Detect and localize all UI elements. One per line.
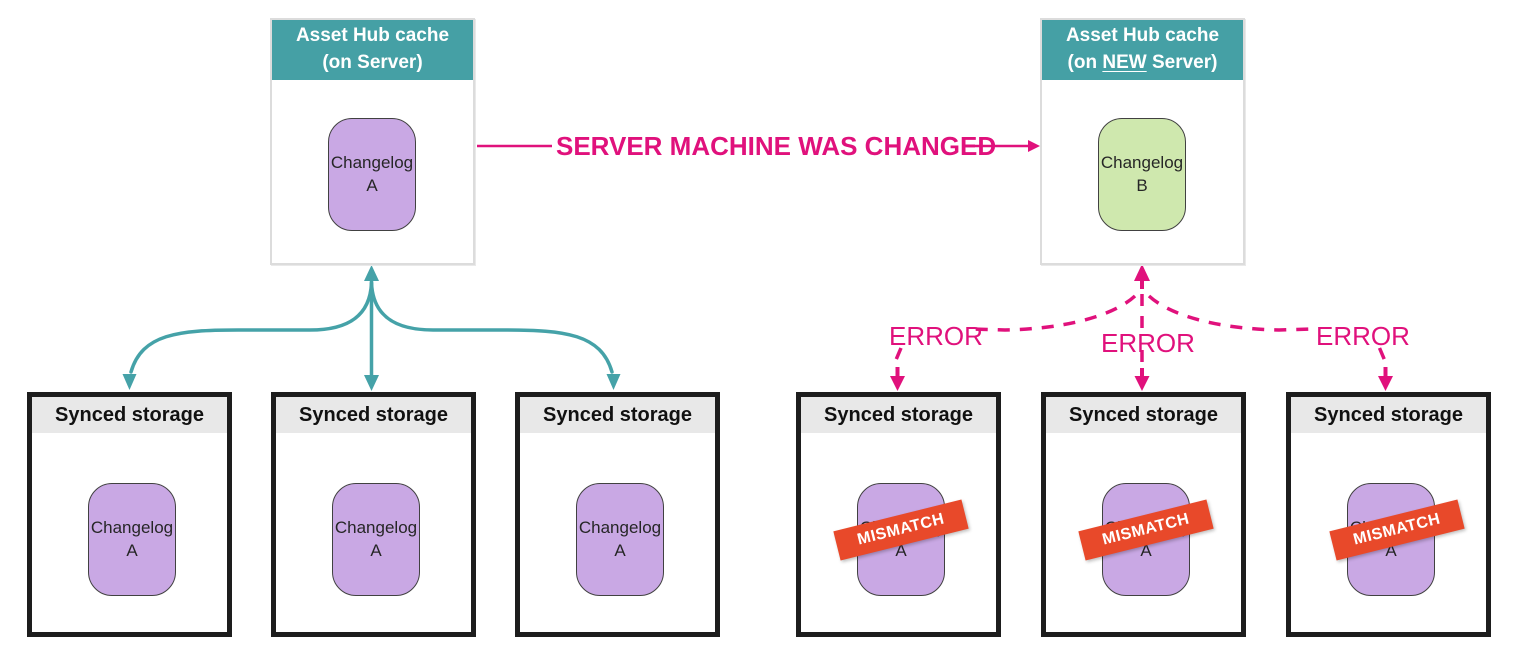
synced-storage-3: Synced storage Changelog A	[515, 392, 720, 637]
teal-arrowheads	[122, 265, 621, 391]
changelog-label: Changelog	[1100, 153, 1184, 173]
changelog-version: A	[1140, 540, 1152, 560]
synced-storage-4: Synced storage Changelog A MISMATCH	[796, 392, 1001, 637]
sync-arrow-right-branch	[369, 281, 614, 374]
changelog-version: A	[126, 540, 138, 560]
hub-title-new-underlined: NEW	[1102, 52, 1147, 73]
error-arrowhead-mid-icon	[1134, 376, 1150, 391]
changelog-a-hub: Changelog A	[328, 118, 416, 231]
storage-header: Synced storage	[32, 397, 227, 433]
asset-hub-new-server-header: Asset Hub cache (on NEW Server)	[1042, 20, 1243, 80]
changelog-version: A	[1385, 540, 1397, 560]
hub-title-line2: (on Server)	[322, 52, 423, 73]
asset-hub-server-header: Asset Hub cache (on Server)	[272, 20, 473, 80]
sync-arrowhead-down-left-icon	[122, 374, 137, 390]
hub-title-post: Server)	[1146, 52, 1218, 73]
server-changed-label: SERVER MACHINE WAS CHANGED	[556, 131, 997, 161]
changelog-label: Changelog	[90, 518, 174, 538]
changelog-a-storage: Changelog A	[576, 483, 664, 596]
sync-arrowhead-down-right-icon	[606, 374, 621, 390]
storage-header: Synced storage	[1291, 397, 1486, 433]
changelog-b-hub: Changelog B	[1098, 118, 1186, 231]
changelog-a-storage: Changelog A	[332, 483, 420, 596]
asset-hub-cache-server: Asset Hub cache (on Server) Changelog A	[270, 18, 475, 265]
teal-sync-arrows	[129, 275, 614, 381]
storage-header: Synced storage	[1046, 397, 1241, 433]
changelog-version: A	[895, 540, 907, 560]
changelog-label: Changelog	[578, 518, 662, 538]
error-arrowhead-up-icon	[1134, 264, 1150, 281]
storage-header: Synced storage	[276, 397, 471, 433]
error-dash-fan-left	[971, 294, 1137, 332]
hub-title-line2: (on NEW Server)	[1042, 50, 1243, 77]
hub-title-pre: (on	[1067, 52, 1103, 73]
hub-title-line1: Asset Hub cache	[1065, 25, 1220, 47]
sync-arrowhead-up-icon	[364, 265, 379, 281]
error-label-right: ERROR	[1316, 321, 1410, 351]
hub-title-line1: Asset Hub cache	[295, 25, 450, 47]
asset-hub-cache-new-server: Asset Hub cache (on NEW Server) Changelo…	[1040, 18, 1245, 265]
error-arrowhead-right-icon	[1378, 376, 1393, 391]
synced-storage-2: Synced storage Changelog A	[271, 392, 476, 637]
synced-storage-6: Synced storage Changelog A MISMATCH	[1286, 392, 1491, 637]
changelog-a-storage: Changelog A	[88, 483, 176, 596]
transition-arrowhead-icon	[1028, 140, 1040, 152]
sync-arrow-left-branch	[129, 281, 374, 374]
error-label-center: ERROR	[1101, 328, 1195, 358]
synced-storage-1: Synced storage Changelog A	[27, 392, 232, 637]
storage-header: Synced storage	[520, 397, 715, 433]
changelog-label: Changelog	[330, 153, 414, 173]
synced-storage-5: Synced storage Changelog A MISMATCH	[1041, 392, 1246, 637]
error-arrowhead-left-icon	[890, 376, 905, 391]
error-dash-fan-right	[1147, 294, 1313, 332]
changelog-version: B	[1136, 175, 1148, 195]
changelog-version: A	[614, 540, 626, 560]
sync-arrowhead-down-mid-icon	[364, 375, 379, 391]
error-label-left: ERROR	[889, 321, 983, 351]
changelog-version: A	[370, 540, 382, 560]
changelog-label: Changelog	[334, 518, 418, 538]
changelog-version: A	[366, 175, 378, 195]
storage-header: Synced storage	[801, 397, 996, 433]
